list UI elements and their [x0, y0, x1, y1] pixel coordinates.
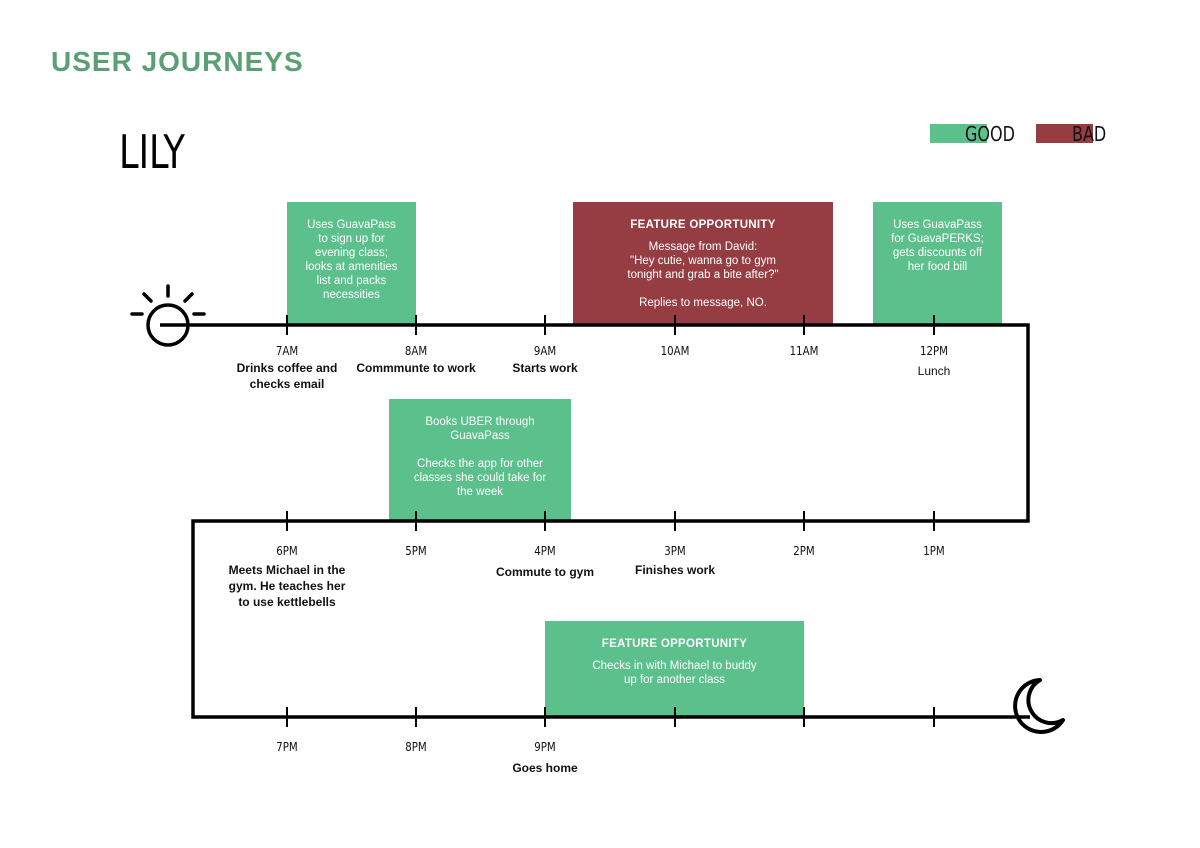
- time-label: 12PM: [920, 344, 948, 358]
- time-label: 6PM: [276, 544, 298, 558]
- activity-label: Drinks coffee and checks email: [236, 361, 338, 391]
- activity-label: Commmunte to work: [356, 361, 476, 375]
- persona-name: LILY: [119, 125, 185, 179]
- time-label: 5PM: [405, 544, 427, 558]
- time-label: 3PM: [664, 544, 686, 558]
- section-title: USER JOURNEYS: [51, 46, 304, 77]
- time-label: 7AM: [275, 344, 299, 358]
- time-label: 4PM: [534, 544, 556, 558]
- journey-box-uber: Books UBER through GuavaPass Checks the …: [389, 399, 571, 521]
- feature-opportunity-box-david: FEATURE OPPORTUNITY Message from David: …: [573, 202, 833, 325]
- feature-opportunity-box-michael: FEATURE OPPORTUNITY Checks in with Micha…: [545, 621, 804, 717]
- journey-box-perks: Uses GuavaPass for GuavaPERKS; gets disc…: [873, 202, 1002, 325]
- journey-box-heading: FEATURE OPPORTUNITY: [601, 638, 748, 650]
- journey-box-text: Message from David: "Hey cutie, wanna go…: [627, 241, 779, 309]
- legend-good-swatch: [930, 124, 987, 143]
- legend-bad-label: BAD: [1072, 122, 1107, 146]
- legend-good-label: GOOD: [965, 122, 1015, 146]
- activity-label: Starts work: [512, 361, 578, 375]
- journey-box-signup: Uses GuavaPass to sign up for evening cl…: [287, 202, 416, 325]
- time-label: 1PM: [923, 544, 945, 558]
- legend-bad-swatch: [1036, 124, 1093, 143]
- time-label: 7PM: [276, 740, 298, 754]
- journey-box-heading: FEATURE OPPORTUNITY: [630, 219, 776, 231]
- time-label: 8AM: [404, 344, 428, 358]
- activity-label: Goes home: [512, 761, 578, 775]
- activity-label: Finishes work: [634, 563, 716, 577]
- activity-label: Lunch: [917, 364, 951, 378]
- time-label: 10AM: [660, 344, 690, 358]
- time-label: 9PM: [534, 740, 556, 754]
- time-label: 9AM: [533, 344, 557, 358]
- activity-label: Commute to gym: [495, 565, 594, 579]
- time-label: 2PM: [793, 544, 815, 558]
- moon-icon: [1013, 678, 1065, 734]
- activity-label: Meets Michael in the gym. He teaches her…: [228, 563, 346, 609]
- sun-icon: [130, 284, 206, 347]
- time-label: 8PM: [405, 740, 427, 754]
- journey-box-text: Uses GuavaPass for GuavaPERKS; gets disc…: [891, 219, 984, 273]
- time-label: 11AM: [789, 344, 819, 358]
- journey-box-text: Books UBER through GuavaPass Checks the …: [413, 416, 547, 498]
- journey-box-text: Uses GuavaPass to sign up for evening cl…: [305, 219, 398, 301]
- journey-box-text: Checks in with Michael to buddy up for a…: [592, 660, 757, 686]
